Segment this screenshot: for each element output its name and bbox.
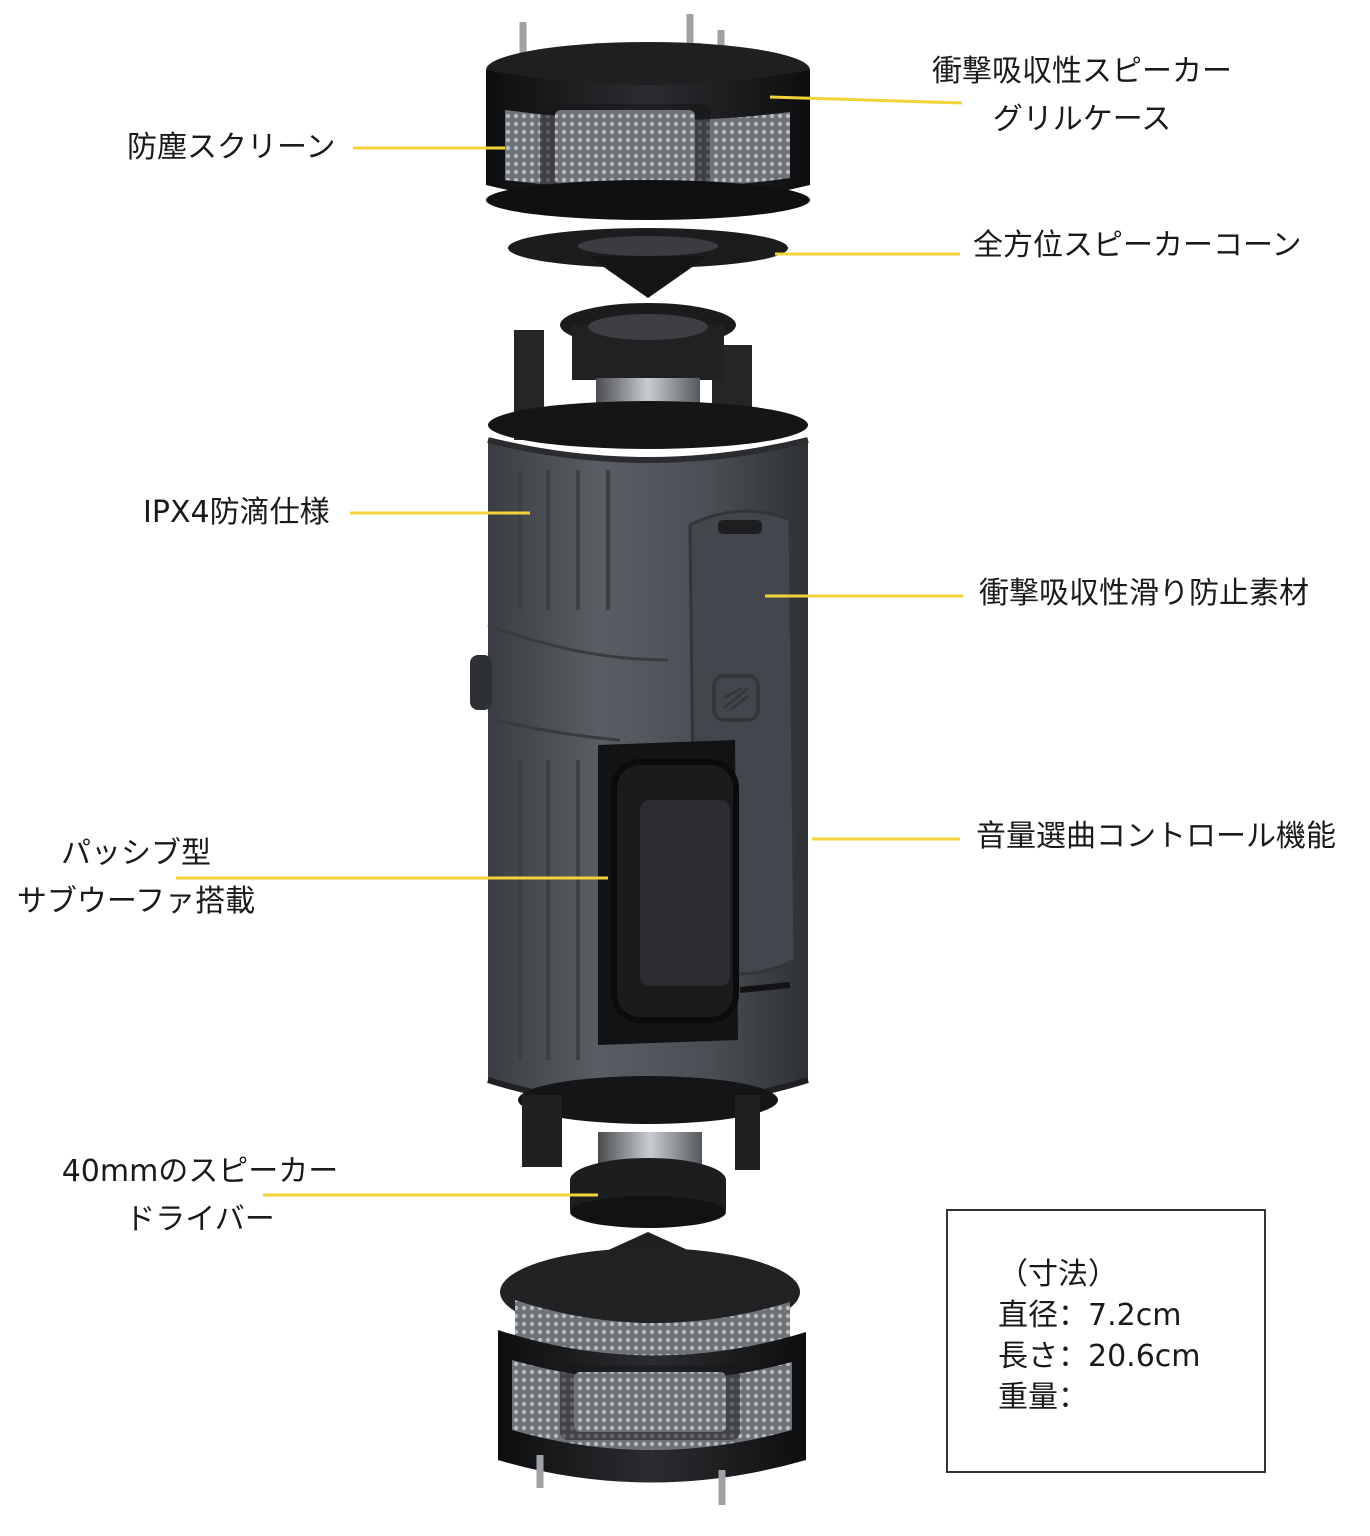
- top-cap-bottom-edge: [486, 180, 810, 220]
- side-button: [470, 655, 492, 710]
- spec-heading: （寸法）: [998, 1257, 1118, 1292]
- bottom-cap-top: [500, 1248, 800, 1336]
- bottom-screen-inner: [574, 1372, 726, 1432]
- label-grille-case-line2: グリルケース: [992, 102, 1172, 137]
- label-grille-case-line1: 衝撃吸収性スピーカー: [932, 54, 1232, 89]
- spec-diameter: 直径：7.2cm: [998, 1298, 1182, 1333]
- leader-grille-case: [769, 95, 963, 105]
- label-subwoofer-line1: パッシブ型: [61, 836, 211, 871]
- body-top-collar: [488, 401, 808, 449]
- label-driver: 40mmのスピーカー ドライバー: [40, 1148, 360, 1244]
- label-dust-screen: 防塵スクリーン: [127, 130, 336, 165]
- control-slot: [718, 520, 762, 534]
- label-subwoofer-line2: サブウーファ搭載: [16, 884, 256, 919]
- main-body: [470, 437, 809, 1108]
- body-seam: [487, 623, 669, 662]
- label-grille-case: 衝撃吸収性スピーカー グリルケース: [912, 48, 1252, 144]
- spec-box: [946, 1209, 1266, 1473]
- label-controls: 音量選曲コントロール機能: [976, 819, 1336, 854]
- top-grille-case: [486, 14, 810, 220]
- body-top-edge: [487, 437, 809, 463]
- label-speaker-cone: 全方位スピーカーコーン: [973, 228, 1302, 263]
- leader-lines: [176, 95, 963, 1197]
- speaker-cone: [508, 228, 788, 298]
- lower-bracket-right: [735, 1095, 760, 1170]
- body-bottom-collar: [518, 1076, 778, 1124]
- bottom-screen-upper: [515, 1300, 790, 1367]
- body-seam-lower: [494, 718, 621, 742]
- body-ribs: [518, 470, 610, 1060]
- label-antislip: 衝撃吸収性滑り防止素材: [979, 576, 1309, 611]
- bottom-grille-case: [498, 1232, 806, 1505]
- spec-lines: （寸法） 直径：7.2cm 長さ：20.6cm 重量：: [998, 1254, 1201, 1418]
- label-ipx4: IPX4防滴仕様: [143, 495, 330, 530]
- label-driver-line2: ドライバー: [125, 1202, 275, 1237]
- scosche-logo-icon: [712, 674, 760, 722]
- spec-length: 長さ：20.6cm: [998, 1339, 1201, 1374]
- lower-driver-assembly: [518, 1076, 778, 1228]
- upper-driver-opening: [588, 314, 708, 340]
- dust-screen-inner-mesh: [555, 110, 695, 184]
- cone-tip: [588, 256, 708, 298]
- label-subwoofer: パッシブ型 サブウーファ搭載: [5, 830, 267, 926]
- lower-driver-base: [570, 1196, 726, 1228]
- upper-driver-assembly: [488, 303, 808, 449]
- lower-bracket-left: [522, 1095, 562, 1167]
- cone-center: [578, 236, 718, 256]
- spec-weight: 重量：: [998, 1380, 1088, 1415]
- subwoofer-diaphragm: [640, 800, 730, 986]
- subwoofer-edge: [739, 982, 791, 993]
- label-driver-line1: 40mmのスピーカー: [61, 1154, 339, 1189]
